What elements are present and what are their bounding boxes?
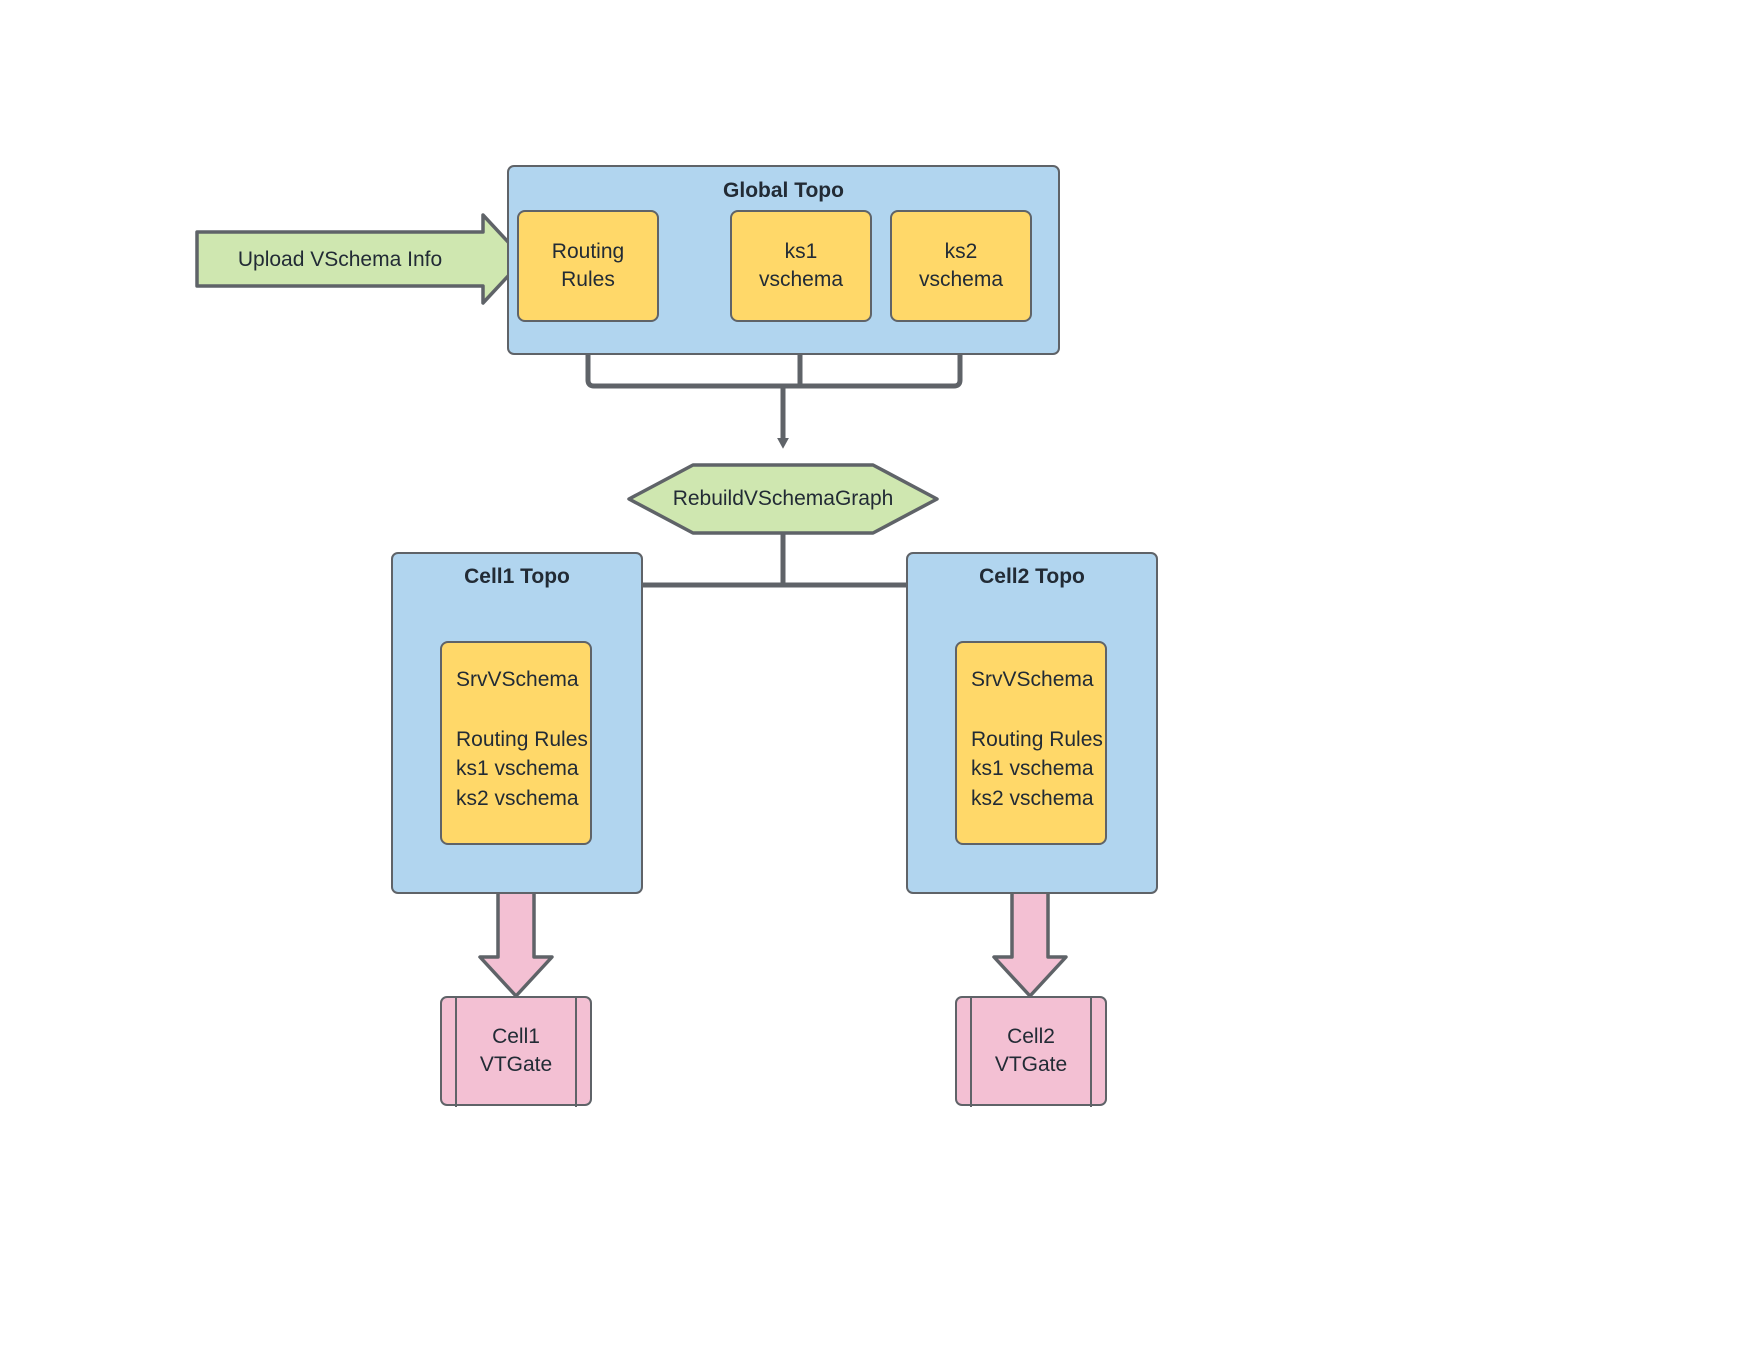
cell2-topo-title: Cell2 Topo [979, 565, 1085, 588]
cell1-srvvschema-box[interactable]: SrvVSchema Routing Rules ks1 vschema ks2… [440, 641, 592, 845]
global-box-routing-rules[interactable]: Routing Rules [517, 210, 659, 322]
cell1-srvvschema-text: SrvVSchema Routing Rules ks1 vschema ks2… [456, 665, 588, 814]
global-box-ks2-vschema[interactable]: ks2 vschema [890, 210, 1032, 322]
cell1-vtgate-label: Cell1 VTGate [479, 1025, 553, 1076]
global-box-routing-rules-text: Routing Rules [551, 240, 625, 291]
cell2-srvvschema-box[interactable]: SrvVSchema Routing Rules ks1 vschema ks2… [955, 641, 1107, 845]
cell2-vtgate-label: Cell2 VTGate [994, 1025, 1068, 1076]
cell2-srvvschema-text: SrvVSchema Routing Rules ks1 vschema ks2… [971, 665, 1103, 814]
cell1-srvvschema-heading: SrvVSchema [456, 668, 579, 691]
cell1-srv-item-2: ks2 vschema [456, 787, 579, 811]
cell1-vtgate-node[interactable]: Cell1 VTGate [440, 995, 592, 1107]
global-box-ks1-vschema[interactable]: ks1 vschema [730, 210, 872, 322]
cell2-srv-item-0: Routing Rules [971, 727, 1103, 751]
cell2-srv-item-1: ks1 vschema [971, 757, 1094, 781]
vtgate-right-bar [1090, 995, 1092, 1107]
global-topo-title: Global Topo [723, 179, 844, 202]
cell1-srv-item-1: ks1 vschema [456, 757, 579, 781]
cell2-srv-item-2: ks2 vschema [971, 787, 1094, 811]
cell1-srv-item-0: Routing Rules [456, 727, 588, 751]
global-box-ks1-vschema-text: ks1 vschema [758, 240, 844, 291]
vtgate-left-bar [970, 995, 972, 1107]
cell1-topo-title: Cell1 Topo [464, 565, 570, 588]
cell2-vtgate-node[interactable]: Cell2 VTGate [955, 995, 1107, 1107]
global-box-ks2-vschema-text: ks2 vschema [918, 240, 1004, 291]
rebuild-vschema-graph-label: RebuildVSchemaGraph [672, 487, 894, 510]
upload-vschema-label: Upload VSchema Info [237, 248, 443, 271]
cell2-srvvschema-heading: SrvVSchema [971, 668, 1094, 691]
vtgate-right-bar [575, 995, 577, 1107]
vtgate-left-bar [455, 995, 457, 1107]
